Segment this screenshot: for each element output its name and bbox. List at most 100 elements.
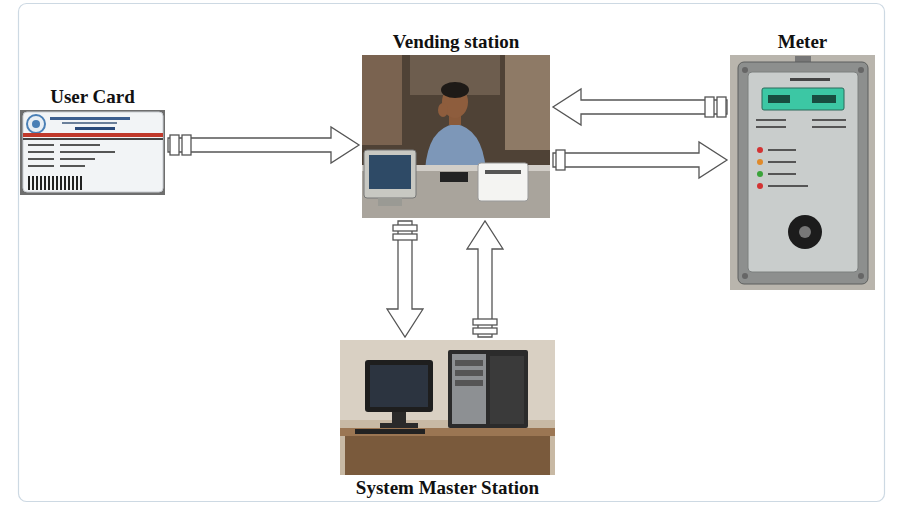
user-card-photo-rect [60,151,115,153]
master-station-photo-rect [355,429,425,434]
vending-station-photo [362,55,550,218]
meter-photo-circle [742,67,748,73]
page-frame [19,4,885,502]
vending-station-photo-rect [362,55,550,218]
meter-photo-circle [757,183,763,189]
meter-photo-rect [768,173,796,175]
meter-photo-rect [756,126,786,128]
meter-photo-circle [757,159,763,165]
meter-photo-rect [756,119,786,121]
user-card-photo-rect [62,122,117,124]
photo-node: Meter [730,31,875,290]
meter-photo-rect [812,95,836,103]
master-station-photo-rect [448,350,528,428]
block-arrow [467,221,503,337]
vending-station-photo-rect [485,170,521,174]
data-token-rect [393,234,417,240]
data-token-rect [705,97,714,117]
meter-photo-circle [788,215,822,249]
node-heading: User Card [50,86,135,108]
data-token [170,97,726,334]
user-card-photo-rect [60,144,100,146]
data-token-rect [717,97,726,117]
vending-station-photo-rect [505,55,550,150]
vending-station-photo-rect [478,163,528,201]
master-station-photo-rect [455,360,483,366]
user-card-photo-rect [23,112,163,192]
photo-node: System Master Station [340,340,555,499]
meter-photo-rect [748,72,858,272]
vending-station-photo-rect [369,155,411,189]
meter-photo [730,55,875,290]
block-arrow [553,89,727,125]
user-card-photo-rect [23,138,163,140]
meter-photo-rect [768,95,790,103]
user-card-photo-rect [28,158,54,160]
meter-photo-circle [858,67,864,73]
meter-photo-rect [768,149,796,151]
photo-node: User Card [20,86,165,195]
meter-photo-rect [768,161,796,163]
master-station-photo-rect [455,370,483,376]
data-token-rect [182,135,191,155]
user-card-photo-rect [28,165,54,167]
master-station-photo-rect [455,380,483,386]
meter-photo-rect [812,119,846,121]
user-card-photo [20,110,165,195]
meter-photo-rect [812,126,846,128]
photo-node: Vending station [362,31,550,218]
meter-photo-rect [768,185,808,187]
user-card-photo-circle [27,115,45,133]
data-token-rect [473,319,497,325]
master-station-photo-rect [340,428,555,436]
master-station-photo-rect [345,436,550,475]
user-card-photo-circle [32,120,40,128]
master-station-photo-rect [490,356,524,424]
meter-photo-circle [757,171,763,177]
user-card-photo-rect [60,158,95,160]
master-station-photo-rect [452,354,486,424]
data-token-rect [473,328,497,334]
user-card-photo-rect [26,176,82,190]
node-heading: Meter [778,31,828,53]
node-heading: System Master Station [356,477,539,499]
vending-station-photo-rect [440,172,468,182]
data-token-rect [556,150,565,170]
user-card-photo-rect [28,151,54,153]
page-frame-rect [19,4,885,502]
vending-station-photo-ellipse [438,103,448,117]
data-token-rect [393,225,417,231]
master-station-photo-rect [370,365,428,407]
user-card-photo-rect [20,110,165,195]
vending-station-photo-ellipse [441,82,469,98]
meter-photo-circle [799,226,811,238]
user-card-photo-rect [28,144,54,146]
master-station-photo-rect [380,423,418,428]
data-token-rect [170,135,179,155]
master-station-photo [340,340,555,475]
meter-photo-circle [757,147,763,153]
meter-photo-rect [730,55,875,290]
meter-photo-circle [858,273,864,279]
user-card-photo-rect [23,133,163,137]
master-station-photo-rect [365,360,433,412]
vending-station-photo-path [425,124,486,170]
master-station-photo-rect [340,420,555,475]
master-station-photo-rect [340,340,555,475]
meter-photo-rect [762,88,844,110]
block-arrow [553,142,727,178]
vending-station-photo-rect [364,150,416,198]
meter-photo-rect [738,62,868,284]
vending-station-photo-rect [362,55,402,145]
user-card-photo-rect [60,165,85,167]
user-card-photo-rect [75,127,115,130]
meter-photo-rect [790,78,830,81]
user-card-photo-rect [50,117,130,120]
node-heading: Vending station [393,31,520,53]
block-arrow [168,127,359,163]
vending-station-photo-rect [378,198,402,206]
